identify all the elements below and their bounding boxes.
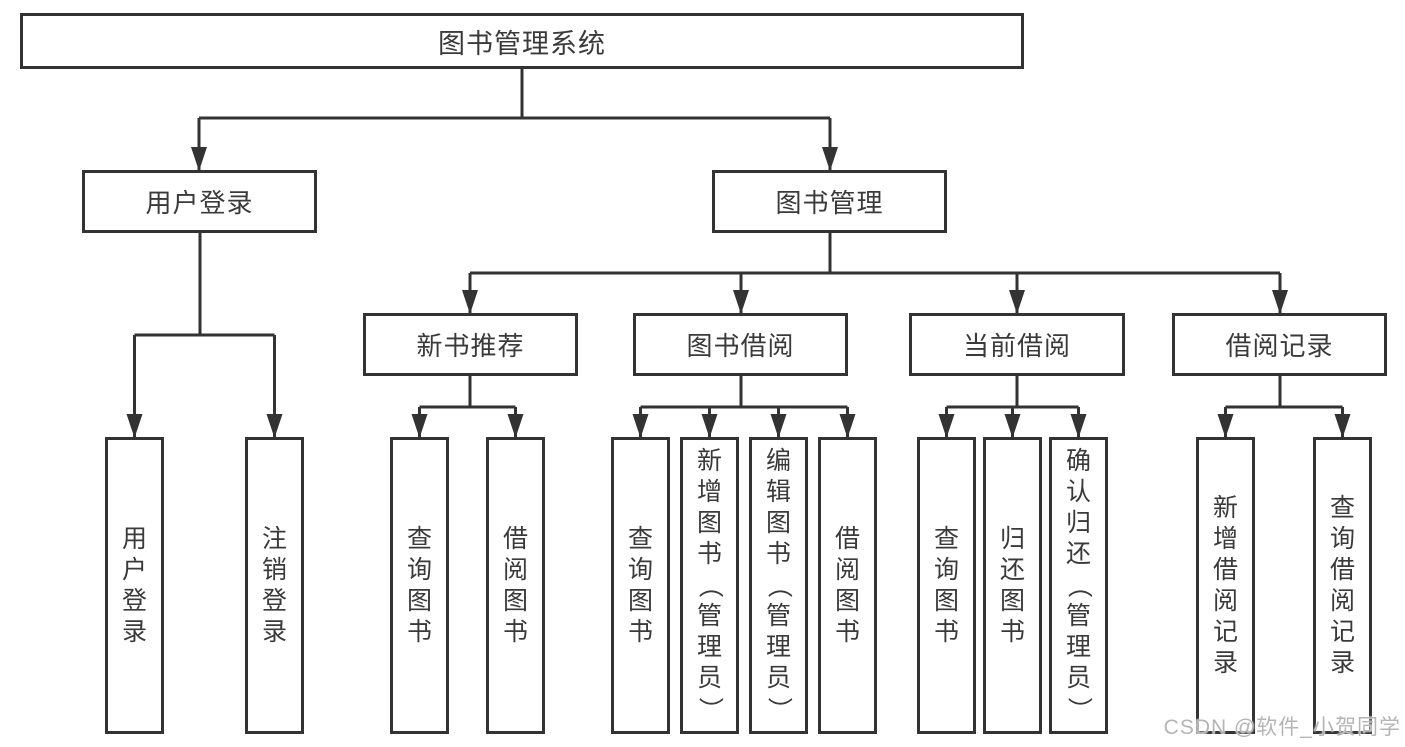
leaf-borrow-books-recommend: 借阅图书 (486, 437, 545, 734)
leaf-logout-label: 注销登录 (261, 524, 287, 646)
node-root-label: 图书管理系统 (438, 28, 606, 59)
leaf-query-books-current: 查询图书 (917, 437, 976, 734)
leaf-confirm-return-admin: 确认归还（管理员） (1049, 437, 1108, 734)
leaf-add-books-admin: 新增图书（管理员） (680, 437, 739, 734)
node-book-borrowing-label: 图书借阅 (686, 331, 795, 361)
leaf-user-login: 用户登录 (105, 437, 164, 734)
leaf-query-borrow-record: 查询借阅记录 (1313, 437, 1372, 734)
leaf-query-borrow-record-label: 查询借阅记录 (1329, 493, 1355, 677)
leaf-logout: 注销登录 (245, 437, 304, 734)
node-current-borrowing-label: 当前借阅 (962, 331, 1071, 361)
node-new-book-recommendation-label: 新书推荐 (416, 331, 525, 361)
node-book-borrowing: 图书借阅 (633, 313, 848, 376)
node-book-management: 图书管理 (712, 170, 947, 233)
leaf-edit-books-admin-label: 编辑图书（管理员） (764, 447, 793, 723)
node-new-book-recommendation: 新书推荐 (363, 313, 578, 376)
node-book-management-label: 图书管理 (775, 188, 884, 218)
leaf-user-login-label: 用户登录 (121, 524, 147, 646)
leaf-add-borrow-record: 新增借阅记录 (1196, 437, 1255, 734)
node-user-login: 用户登录 (82, 170, 317, 233)
leaf-query-books-borrow: 查询图书 (611, 437, 670, 734)
node-current-borrowing: 当前借阅 (909, 313, 1125, 376)
leaf-borrow-books-label: 借阅图书 (834, 524, 860, 646)
node-user-login-label: 用户登录 (145, 188, 254, 218)
leaf-return-books: 归还图书 (983, 437, 1042, 734)
leaf-add-borrow-record-label: 新增借阅记录 (1212, 493, 1238, 677)
leaf-query-books-recommend: 查询图书 (390, 437, 449, 734)
leaf-query-books-borrow-label: 查询图书 (627, 524, 653, 646)
leaf-borrow-books: 借阅图书 (818, 437, 877, 734)
leaf-confirm-return-admin-label: 确认归还（管理员） (1064, 447, 1093, 723)
leaf-edit-books-admin: 编辑图书（管理员） (749, 437, 808, 734)
leaf-borrow-books-recommend-label: 借阅图书 (502, 524, 528, 646)
leaf-add-books-admin-label: 新增图书（管理员） (695, 447, 724, 723)
csdn-watermark: CSDN @软件_小贺同学 (1163, 716, 1401, 739)
node-borrowing-records-label: 借阅记录 (1225, 331, 1334, 361)
leaf-query-books-recommend-label: 查询图书 (406, 524, 432, 646)
node-root-system: 图书管理系统 (20, 13, 1024, 69)
leaf-return-books-label: 归还图书 (999, 524, 1025, 646)
leaf-query-books-current-label: 查询图书 (933, 524, 959, 646)
node-borrowing-records: 借阅记录 (1172, 313, 1387, 376)
